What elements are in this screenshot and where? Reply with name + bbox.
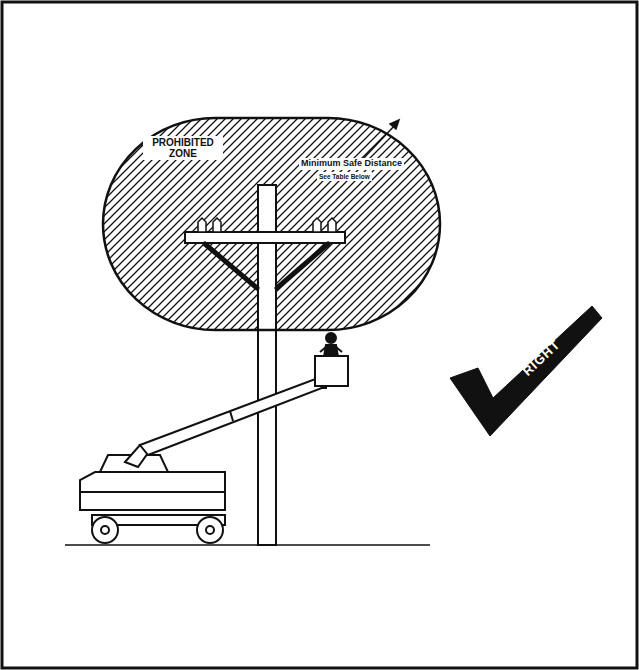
check-mark: RIGHT — [448, 300, 604, 440]
crossarm-braces — [205, 244, 328, 288]
check-fill — [450, 306, 602, 436]
insulators — [198, 218, 336, 232]
table-note: See Table Below — [317, 172, 372, 181]
bucket-worker — [315, 333, 348, 386]
zone-label: PROHIBITED ZONE — [143, 136, 223, 160]
bucket-truck — [80, 378, 326, 543]
ground-line — [65, 544, 430, 546]
zone-border — [103, 118, 440, 330]
distance-label: Minimum Safe Distance — [299, 158, 404, 170]
prohibited-zone: PROHIBITED ZONE Minimum Safe DistanceSee … — [103, 118, 440, 330]
crossarm — [185, 232, 345, 243]
